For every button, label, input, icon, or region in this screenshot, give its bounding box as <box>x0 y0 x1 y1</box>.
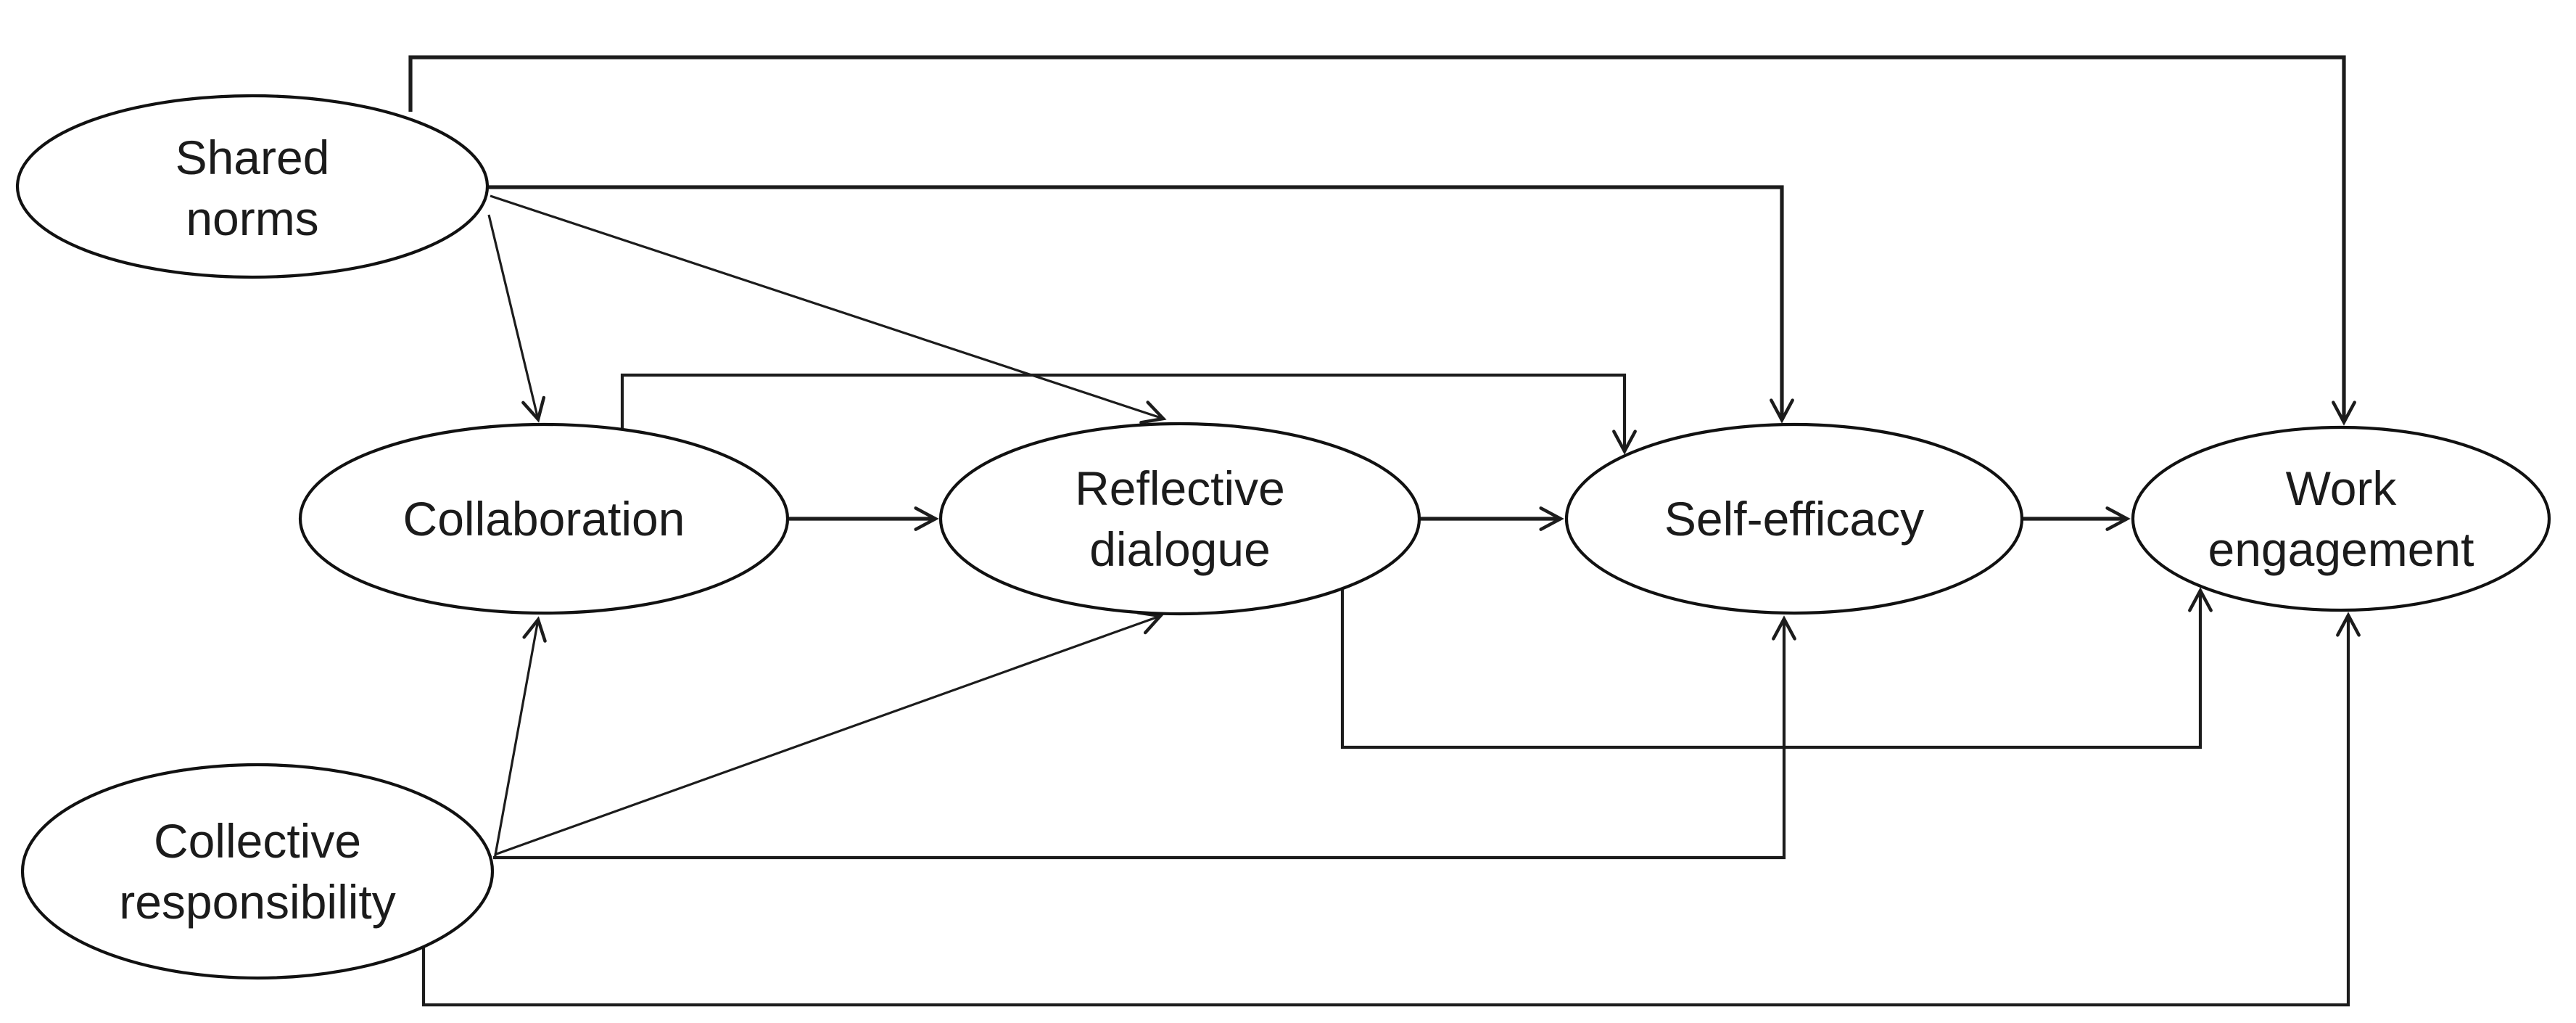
collective-responsibility-ellipse <box>20 763 495 980</box>
node-collective-responsibility: Collective responsibility <box>20 763 495 980</box>
node-collaboration: Collaboration <box>298 422 790 615</box>
edge-shared-norms-to-self-efficacy <box>483 185 1794 424</box>
work-engagement-label-line2: engagement <box>2208 522 2474 576</box>
edge-collective-responsibility-to-work-engagement <box>421 612 2361 1007</box>
shared-norms-label-line2: norms <box>186 192 318 245</box>
shared-norms-ellipse <box>15 94 490 279</box>
collective-responsibility-label-line2: responsibility <box>119 875 396 929</box>
work-engagement-label-line1: Work <box>2286 461 2398 515</box>
edge-shared-norms-to-collaboration <box>487 214 546 423</box>
edge-collective-responsibility-to-reflective-dialogue <box>494 611 1164 856</box>
edge-collective-responsibility-to-collaboration <box>493 616 547 860</box>
reflective-dialogue-ellipse <box>938 422 1421 616</box>
collaboration-label: Collaboration <box>403 492 685 546</box>
shared-norms-label-line1: Shared <box>176 131 330 184</box>
node-reflective-dialogue: Reflective dialogue <box>938 422 1421 616</box>
edge-collective-responsibility-to-self-efficacy <box>493 615 1796 860</box>
self-efficacy-label: Self-efficacy <box>1664 492 1924 546</box>
self-efficacy-ellipse <box>1564 422 2024 615</box>
edge-reflective-dialogue-to-work-engagement <box>1340 586 2213 749</box>
edges <box>408 55 2361 1007</box>
nodes: Shared norms Collaboration Reflective di… <box>15 94 2551 980</box>
work-engagement-ellipse <box>2131 425 2551 612</box>
edge-shared-norms-to-work-engagement <box>408 55 2356 426</box>
node-work-engagement: Work engagement <box>2131 425 2551 612</box>
node-self-efficacy: Self-efficacy <box>1564 422 2024 615</box>
collaboration-ellipse <box>298 422 790 615</box>
reflective-dialogue-label-line2: dialogue <box>1089 522 1271 576</box>
collective-responsibility-label-line1: Collective <box>154 814 361 868</box>
reflective-dialogue-label-line1: Reflective <box>1075 461 1285 515</box>
node-shared-norms: Shared norms <box>15 94 490 279</box>
edge-collaboration-to-self-efficacy <box>620 373 1637 455</box>
edge-shared-norms-to-reflective-dialogue <box>490 194 1167 424</box>
